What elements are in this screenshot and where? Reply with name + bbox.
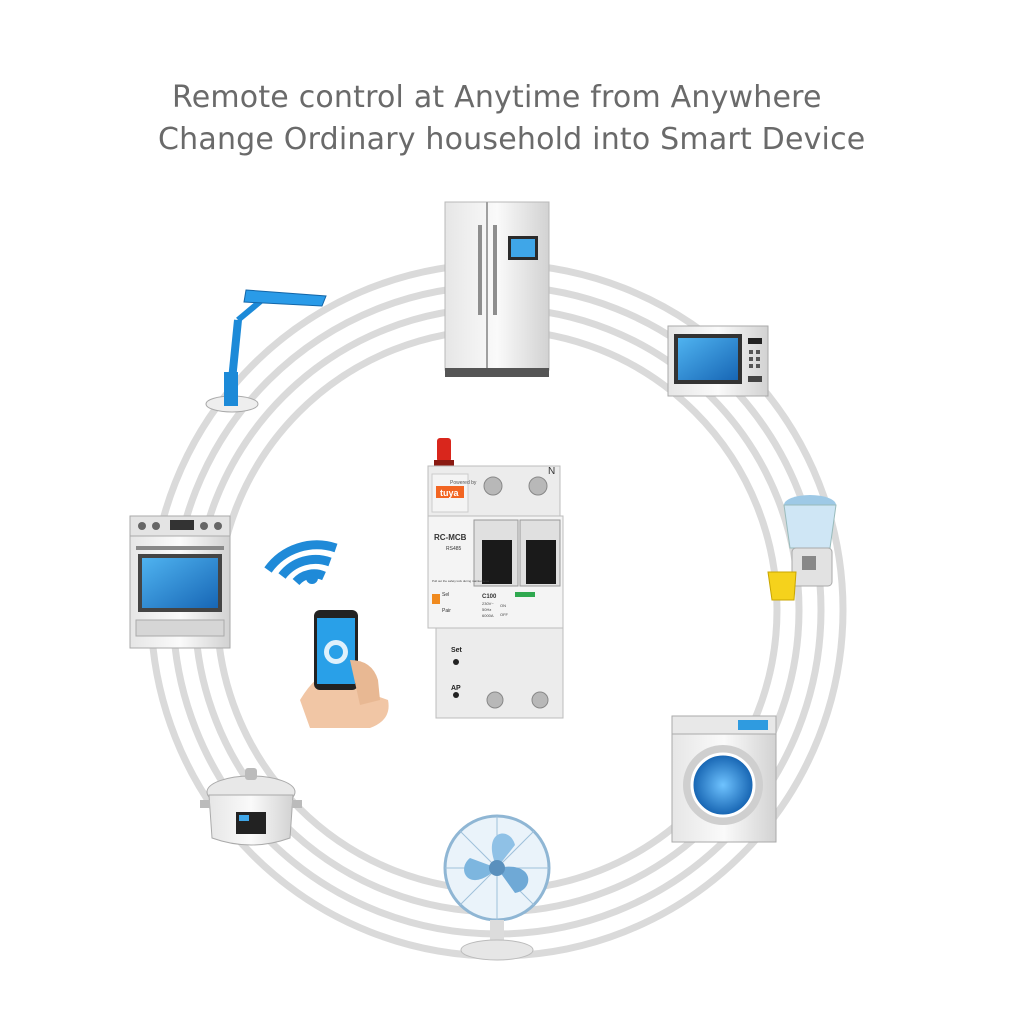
fan-icon	[443, 814, 551, 961]
oven-icon	[129, 515, 231, 649]
breaker-toggle-left	[482, 540, 512, 584]
warning-label: Pull out the safety lock during maintena…	[432, 579, 490, 583]
set-label: Set	[451, 647, 463, 654]
spec2-label: 50Hz	[482, 607, 491, 612]
headline-line-1: Remote control at Anytime from Anywhere	[172, 80, 822, 115]
spec1-label: 230V~	[482, 601, 494, 606]
pair-label: Pair	[442, 608, 451, 614]
sel-label: Sel	[442, 592, 449, 598]
neutral-label: N	[548, 466, 555, 477]
desk-lamp-icon	[205, 289, 327, 413]
model-label: RC-MCB	[434, 533, 467, 542]
off-label: OFF	[500, 612, 509, 617]
rating-label: C100	[482, 594, 497, 600]
microwave-icon	[667, 325, 769, 397]
rice-cooker-icon	[200, 768, 302, 846]
protocol-label: RS485	[446, 546, 462, 552]
smart-circuit-breaker: Powered by tuya N RC-MCB RS485 Pull out …	[427, 438, 564, 719]
juicer-icon	[767, 495, 837, 601]
tuya-logo	[436, 486, 464, 498]
smartphone-icon	[300, 610, 389, 728]
spec3-label: 6000A	[482, 613, 494, 618]
on-label: ON	[500, 603, 506, 608]
ap-label: AP	[451, 685, 461, 692]
breaker-toggle-right	[526, 540, 556, 584]
washing-machine-icon	[671, 715, 777, 843]
headline-line-2: Change Ordinary household into Smart Dev…	[158, 122, 866, 157]
wifi-icon	[264, 540, 338, 586]
tuya-label: tuya	[440, 488, 460, 498]
antenna-icon	[437, 438, 451, 462]
powered-by-label: Powered by	[450, 480, 477, 486]
refrigerator-icon	[444, 201, 550, 377]
